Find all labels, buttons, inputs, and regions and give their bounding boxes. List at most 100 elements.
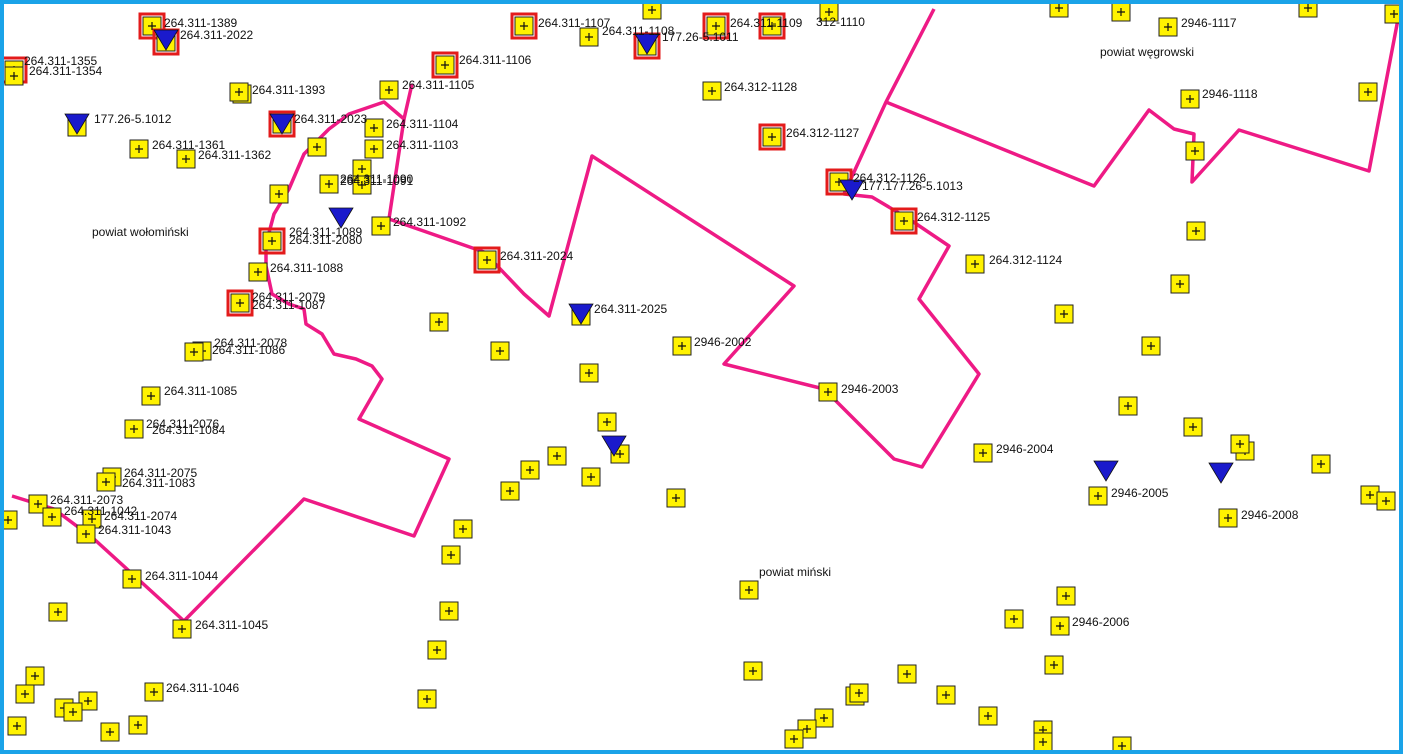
point-marker[interactable]	[128, 715, 148, 735]
point-marker[interactable]	[672, 336, 692, 356]
point-marker[interactable]	[184, 342, 204, 362]
point-marker[interactable]	[666, 488, 686, 508]
point-marker[interactable]	[978, 706, 998, 726]
highlighted-point-marker[interactable]	[226, 289, 254, 317]
point-marker[interactable]	[453, 519, 473, 539]
point-marker[interactable]	[1185, 141, 1205, 161]
highlighted-point-marker[interactable]	[431, 51, 459, 79]
triangle-marker-icon[interactable]	[64, 113, 90, 135]
point-marker[interactable]	[581, 467, 601, 487]
map-canvas[interactable]: 264.311-1389264.311-2022264.311-1355264.…	[4, 4, 1403, 754]
point-marker[interactable]	[1049, 4, 1069, 18]
point-marker[interactable]	[439, 601, 459, 621]
point-marker[interactable]	[1183, 417, 1203, 437]
point-marker[interactable]	[364, 139, 384, 159]
point-marker[interactable]	[1360, 485, 1380, 505]
triangle-marker-icon[interactable]	[601, 435, 627, 457]
point-marker[interactable]	[176, 149, 196, 169]
point-marker[interactable]	[248, 262, 268, 282]
point-marker[interactable]	[1298, 4, 1318, 18]
point-marker[interactable]	[897, 664, 917, 684]
point-marker[interactable]	[307, 137, 327, 157]
point-marker[interactable]	[15, 684, 35, 704]
point-marker[interactable]	[7, 716, 27, 736]
triangle-marker-icon[interactable]	[1208, 462, 1234, 484]
point-marker[interactable]	[642, 4, 662, 20]
highlighted-point-marker[interactable]	[510, 12, 538, 40]
highlighted-point-marker[interactable]	[758, 12, 786, 40]
point-marker[interactable]	[379, 80, 399, 100]
point-marker[interactable]	[597, 412, 617, 432]
point-marker[interactable]	[4, 66, 24, 86]
point-marker[interactable]	[96, 472, 116, 492]
triangle-marker-icon[interactable]	[1093, 460, 1119, 482]
point-marker[interactable]	[819, 4, 839, 22]
triangle-marker-icon[interactable]	[269, 113, 295, 135]
triangle-marker-icon[interactable]	[328, 207, 354, 229]
point-marker[interactable]	[427, 640, 447, 660]
point-marker[interactable]	[1050, 616, 1070, 636]
point-marker[interactable]	[739, 580, 759, 600]
point-marker[interactable]	[1141, 336, 1161, 356]
point-marker[interactable]	[371, 216, 391, 236]
point-marker[interactable]	[1004, 609, 1024, 629]
point-marker[interactable]	[417, 689, 437, 709]
point-marker[interactable]	[490, 341, 510, 361]
point-marker[interactable]	[124, 419, 144, 439]
point-marker[interactable]	[520, 460, 540, 480]
point-marker[interactable]	[1044, 655, 1064, 675]
point-marker[interactable]	[1112, 736, 1132, 754]
point-marker[interactable]	[1230, 434, 1250, 454]
point-marker[interactable]	[441, 545, 461, 565]
point-marker[interactable]	[1358, 82, 1378, 102]
point-marker[interactable]	[25, 666, 45, 686]
point-marker[interactable]	[352, 175, 372, 195]
point-marker[interactable]	[1158, 17, 1178, 37]
point-marker[interactable]	[76, 524, 96, 544]
highlighted-point-marker[interactable]	[890, 207, 918, 235]
point-marker[interactable]	[364, 118, 384, 138]
point-marker[interactable]	[743, 661, 763, 681]
point-marker[interactable]	[1384, 4, 1403, 24]
point-marker[interactable]	[1118, 396, 1138, 416]
point-marker[interactable]	[579, 363, 599, 383]
triangle-marker-icon[interactable]	[153, 29, 179, 51]
point-marker[interactable]	[172, 619, 192, 639]
triangle-marker-icon[interactable]	[634, 33, 660, 55]
point-marker[interactable]	[1088, 486, 1108, 506]
triangle-marker-icon[interactable]	[839, 179, 865, 201]
point-marker[interactable]	[579, 27, 599, 47]
point-marker[interactable]	[1218, 508, 1238, 528]
point-marker[interactable]	[702, 81, 722, 101]
highlighted-point-marker[interactable]	[702, 12, 730, 40]
point-marker[interactable]	[42, 507, 62, 527]
point-marker[interactable]	[269, 184, 289, 204]
point-marker[interactable]	[500, 481, 520, 501]
highlighted-point-marker[interactable]	[758, 123, 786, 151]
point-marker[interactable]	[1186, 221, 1206, 241]
point-marker[interactable]	[100, 722, 120, 742]
point-marker[interactable]	[122, 569, 142, 589]
point-marker[interactable]	[229, 82, 249, 102]
point-marker[interactable]	[429, 312, 449, 332]
point-marker[interactable]	[1180, 89, 1200, 109]
point-marker[interactable]	[547, 446, 567, 466]
point-marker[interactable]	[965, 254, 985, 274]
point-marker[interactable]	[4, 510, 18, 530]
point-marker[interactable]	[1170, 274, 1190, 294]
triangle-marker-icon[interactable]	[568, 303, 594, 325]
highlighted-point-marker[interactable]	[473, 246, 501, 274]
point-marker[interactable]	[973, 443, 993, 463]
point-marker[interactable]	[1376, 491, 1396, 511]
point-marker[interactable]	[82, 509, 102, 529]
highlighted-point-marker[interactable]	[258, 227, 286, 255]
point-marker[interactable]	[1056, 586, 1076, 606]
point-marker[interactable]	[78, 691, 98, 711]
point-marker[interactable]	[63, 702, 83, 722]
point-marker[interactable]	[48, 602, 68, 622]
point-marker[interactable]	[784, 729, 804, 749]
point-marker[interactable]	[1054, 304, 1074, 324]
point-marker[interactable]	[818, 382, 838, 402]
point-marker[interactable]	[141, 386, 161, 406]
